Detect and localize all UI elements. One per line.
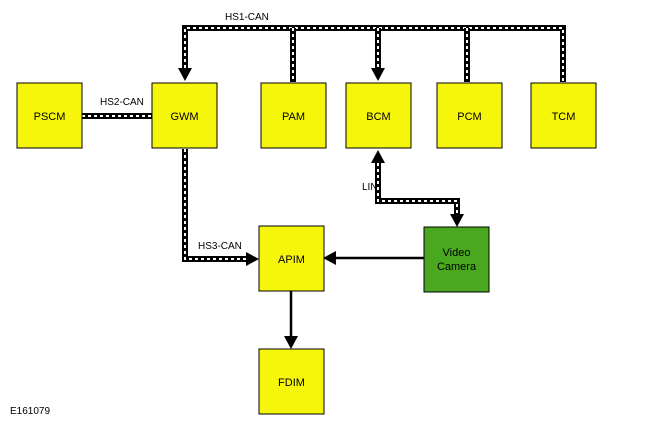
hs1-can-label: HS1-CAN: [225, 12, 269, 23]
gwm-module: GWM: [151, 82, 218, 149]
fdim-module: FDIM: [258, 348, 325, 415]
figure-id: E161079: [10, 406, 50, 417]
lin-bus: [371, 150, 464, 227]
hs1-can-bus: [178, 25, 566, 82]
tcm-module: TCM: [530, 82, 597, 149]
apim-to-fdim-wire: [284, 291, 298, 349]
pam-module: PAM: [260, 82, 327, 149]
hs2-can-label: HS2-CAN: [100, 97, 144, 108]
pscm-module: PSCM: [16, 82, 83, 149]
pscm-label: PSCM: [34, 111, 66, 123]
pcm-label: PCM: [457, 111, 481, 123]
pcm-module: PCM: [436, 82, 503, 149]
hs3-can-label: HS3-CAN: [198, 241, 242, 252]
bcm-module: BCM: [345, 82, 412, 149]
video-camera-module: Video Camera: [423, 226, 490, 293]
video-camera-label-line2: Camera: [437, 261, 477, 273]
apim-label: APIM: [278, 254, 305, 266]
arrowhead-bcm: [371, 68, 385, 81]
pam-label: PAM: [282, 111, 305, 123]
arrowhead-camera-lin: [450, 214, 464, 227]
video-camera-label-line1: Video: [443, 247, 471, 259]
tcm-label: TCM: [552, 111, 576, 123]
fdim-label: FDIM: [278, 377, 305, 389]
bcm-label: BCM: [366, 111, 390, 123]
lin-label: LIN: [362, 182, 378, 193]
arrowhead-gwm: [178, 68, 192, 81]
arrowhead-bcm-lin: [371, 150, 385, 163]
gwm-label: GWM: [170, 111, 198, 123]
arrowhead-apim-hs3: [246, 252, 259, 266]
camera-to-apim-wire: [323, 251, 424, 265]
hs3-can-bus: [182, 149, 259, 266]
apim-module: APIM: [258, 225, 325, 292]
